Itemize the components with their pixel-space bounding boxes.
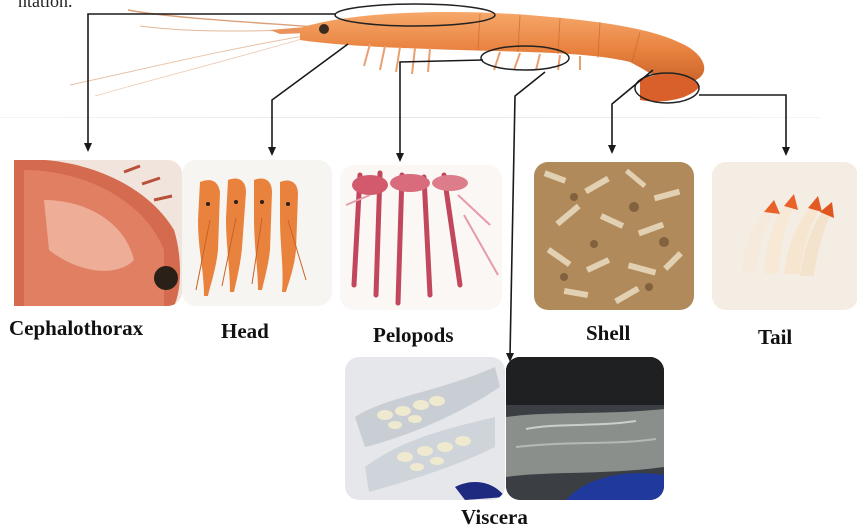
viscera-label: Viscera — [461, 505, 528, 530]
viscera-image-left — [345, 357, 505, 500]
viscera-image-right — [506, 357, 664, 500]
pelopods-label: Pelopods — [373, 323, 454, 348]
tail-image — [712, 162, 857, 310]
tail-label: Tail — [758, 325, 792, 350]
head-label: Head — [221, 319, 269, 344]
shell-label: Shell — [586, 321, 630, 346]
head-image — [182, 160, 332, 306]
cephalothorax-label: Cephalothorax — [9, 316, 143, 341]
pelopods-image — [340, 165, 502, 310]
shell-image — [534, 162, 694, 310]
cephalothorax-image — [14, 160, 182, 306]
